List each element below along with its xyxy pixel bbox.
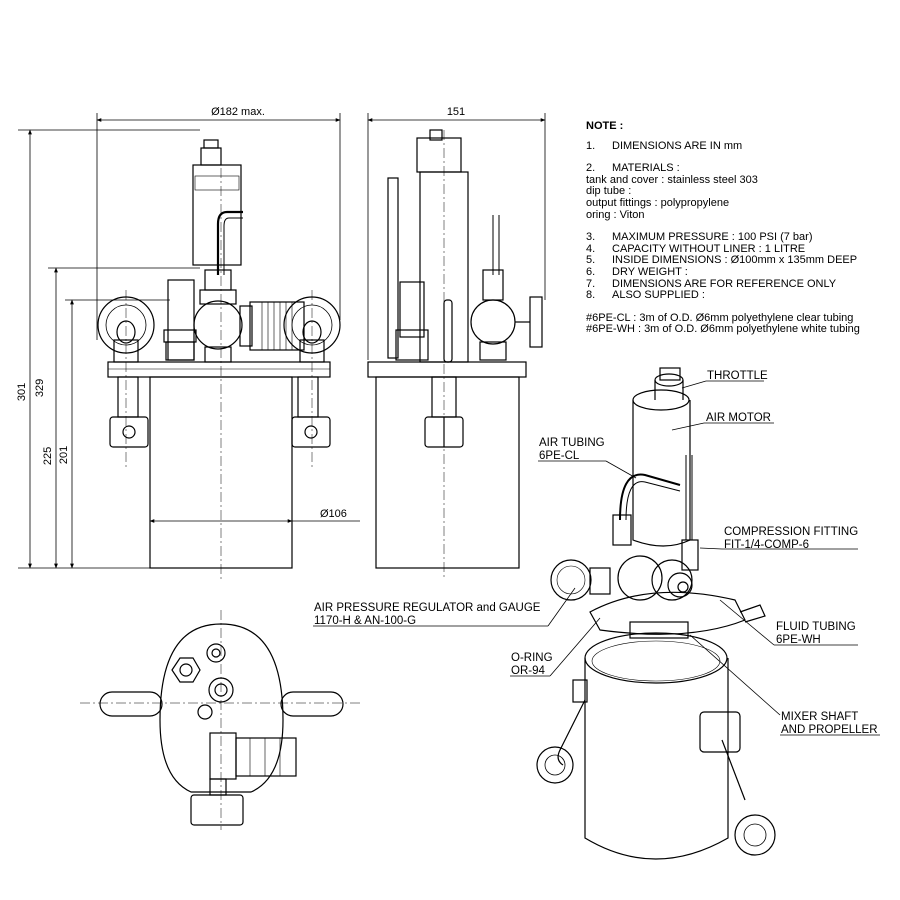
callout-mixer-propeller: AND PROPELLER (781, 724, 878, 736)
dim-side-width: 151 (447, 106, 465, 118)
note-item: 2.MATERIALS : (586, 162, 680, 175)
note-item: 8.ALSO SUPPLIED : (586, 289, 705, 302)
callout-regulator: AIR PRESSURE REGULATOR and GAUGE (314, 602, 541, 614)
note-supplied: #6PE-WH : 3m of O.D. Ø6mm polyethylene w… (586, 323, 860, 336)
callout-fluid-tubing-part: 6PE-WH (776, 634, 821, 646)
callout-o-ring-part: OR-94 (511, 665, 545, 677)
isometric-view (536, 367, 776, 860)
callout-compression-fitting: COMPRESSION FITTING (724, 526, 858, 538)
callout-air-motor: AIR MOTOR (706, 412, 771, 424)
note-subitem: output fittings : polypropylene (586, 196, 730, 209)
note-item: 6.DRY WEIGHT : (586, 265, 688, 278)
callout-air-tubing-part: 6PE-CL (539, 450, 580, 462)
callout-o-ring: O-RING (511, 652, 553, 664)
callout-leaders (313, 380, 880, 736)
note-supplied: #6PE-CL : 3m of O.D. Ø6mm polyethylene c… (586, 311, 854, 324)
callout-regulator-part: 1170-H & AN-100-G (314, 615, 416, 627)
note-item: 7.DIMENSIONS ARE FOR REFERENCE ONLY (586, 277, 837, 290)
callout-fluid-tubing: FLUID TUBING (776, 621, 856, 633)
notes-header: NOTE : (586, 120, 624, 132)
callout-mixer-shaft: MIXER SHAFT (781, 711, 858, 723)
note-item: 5.INSIDE DIMENSIONS : Ø100mm x 135mm DEE… (586, 254, 858, 267)
note-item: 3.MAXIMUM PRESSURE : 100 PSI (7 bar) (586, 231, 813, 244)
dim-width-max: Ø182 max. (211, 106, 265, 118)
dim-height-329: 329 (34, 379, 46, 397)
notes-block: NOTE : 1.DIMENSIONS ARE IN mm 2.MATERIAL… (586, 120, 896, 336)
callout-air-tubing: AIR TUBING (539, 437, 605, 449)
note-item: 4.CAPACITY WITHOUT LINER : 1 LITRE (586, 242, 806, 255)
dim-height-225: 225 (42, 447, 54, 465)
dim-tank-diameter: Ø106 (320, 508, 347, 520)
front-view (97, 139, 341, 569)
top-view (99, 623, 344, 826)
side-view (367, 129, 543, 569)
note-subitem: oring : Viton (586, 208, 645, 221)
dim-overall-height: 301 (16, 383, 28, 401)
note-item: 1.DIMENSIONS ARE IN mm (586, 139, 743, 152)
callout-compression-fitting-part: FIT-1/4-COMP-6 (724, 539, 809, 551)
dim-height-201: 201 (58, 446, 70, 464)
note-subitem: dip tube : (586, 185, 632, 198)
callout-throttle: THROTTLE (707, 370, 768, 382)
dimension-lines (18, 113, 546, 569)
note-subitem: tank and cover : stainless steel 303 (586, 173, 758, 186)
